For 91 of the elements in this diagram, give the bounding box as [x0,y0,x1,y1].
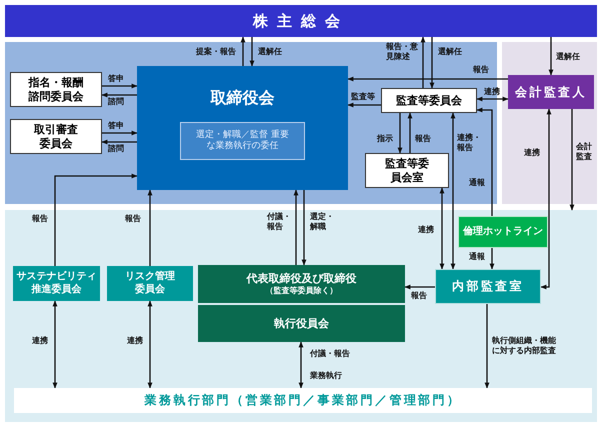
box-note: （監査等委員除く） [266,286,338,296]
edge-label: 報告 [411,291,428,302]
edge-label: 報告 [473,65,490,76]
committee-box [10,72,102,107]
edge-label: 諮問 [108,144,125,154]
edge-label: 会計監査 [576,142,593,163]
edge-label: 答申 [108,74,125,84]
box-title: 業務執行部門（営業部門／事業部門／管理部門） [144,393,462,408]
arrow [440,187,444,270]
arrow [52,300,58,389]
executive-box [198,265,405,303]
arrow [148,300,152,389]
arrow [430,37,434,89]
arrow [101,92,137,98]
arrow [408,112,412,153]
edge-label: 付議・報告 [267,212,292,233]
arrow [54,174,138,266]
arrow [102,130,138,136]
box-title: 内部監査室 [452,279,524,294]
edge-label: 執行側組織・機能に対する内部監査 [492,336,557,357]
arrow [540,108,552,290]
box-title: 執行役員会 [274,316,329,330]
box-title: 指名・報酬諮問委員会 [27,76,84,104]
edge-label: 通報 [469,252,486,262]
box-title: 倫理ホットライン [463,226,543,238]
section-background [5,210,597,422]
edge-label: 選解任 [438,47,463,58]
edge-label: 報告 [415,134,432,144]
arrow [294,189,298,265]
box-title: 取引審査委員会 [32,122,79,150]
arrow [347,76,508,82]
arrow [101,140,137,144]
edge-label: 通報 [469,178,486,188]
title-bar [5,5,597,37]
edge-label: 報告・意見陳述 [386,42,419,63]
edge-label: 連携 [32,336,49,346]
arrow [250,37,254,67]
arrow [420,36,426,88]
arrow [298,341,304,389]
division-bar [14,388,592,413]
arrow [398,113,402,154]
executive-box [198,305,405,342]
edge-label: 提案・報告 [196,47,237,58]
box-title: 会計監査人 [515,84,587,100]
flow-label: 業務執行 [310,371,343,382]
edge-label: 付議・報告 [310,349,351,360]
arrow [148,189,152,266]
edge-label: 選解任 [258,47,283,58]
office-box [365,153,449,188]
arrow [102,84,138,88]
arrow [240,36,246,66]
committee-box [13,266,100,301]
edge-label: 監査等 [351,92,376,102]
committee-box [381,88,477,113]
board-box [137,66,348,190]
arrow [347,102,381,108]
edge-label: 報告 [32,214,49,224]
box-title: 監査等委員会 [396,94,462,108]
edge-label: 連携・報告 [457,133,482,154]
edge-label: 連携 [484,87,501,98]
edge-label: 諮問 [108,97,125,108]
arrow [404,284,435,290]
edge-label: 報告 [125,214,142,224]
committee-box [107,266,193,301]
box-title: リスク管理委員会 [124,271,176,296]
arrow [490,248,494,270]
edge-label: 指示 [377,134,394,144]
committee-box [10,119,102,154]
box-title: サステナビリティ推進委員会 [16,271,98,296]
edge-label: 答申 [108,121,125,132]
box-title: 監査等委員会室 [384,156,430,184]
hotline-box [458,216,548,248]
arrow [570,109,574,211]
box-title: 代表取締役及び取締役 [246,272,356,286]
box-title: 取締役会 [210,88,274,108]
edge-label: 選定・解職 [310,212,335,233]
arrow [476,96,509,102]
edge-label: 連携 [524,148,541,158]
audit-office-box [435,269,541,304]
arrow [450,112,456,270]
edge-label: 連携 [418,225,435,236]
box-title: 選定・解職／監督 重要な業務執行の委任 [195,130,290,152]
edge-label: 連携 [127,336,144,346]
arrow [548,37,554,76]
auditor-box [508,75,594,109]
arrow [484,304,490,389]
box-title: 株主総会 [253,12,349,30]
arrow [476,108,493,216]
arrow [302,190,306,266]
edge-label: 選解任 [556,52,581,62]
mandate-box [180,122,305,160]
